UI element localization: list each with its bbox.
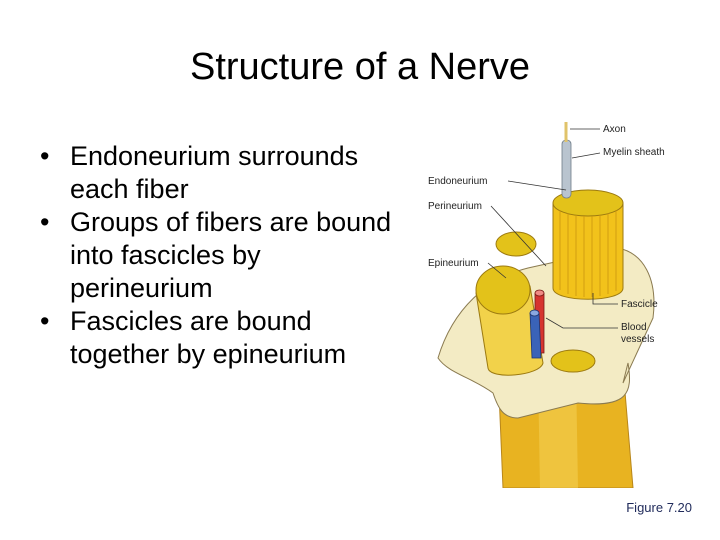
bullet-dot: •	[40, 141, 50, 171]
bullet-item: • Endoneurium surrounds each fiber	[40, 140, 400, 206]
label-perineurium: Perineurium	[428, 201, 482, 212]
label-myelin-sheath: Myelin sheath	[603, 147, 665, 158]
slide-title: Structure of a Nerve	[189, 46, 531, 88]
bullet-text: Fascicles are bound together by epineuri…	[70, 306, 347, 369]
bullet-text: Endoneurium surrounds each fiber	[70, 141, 359, 204]
label-blood-vessels: vessels	[621, 334, 654, 345]
bullet-list: • Endoneurium surrounds each fiber • Gro…	[40, 140, 400, 371]
artery-end	[534, 289, 545, 297]
nerve-illustration: Axon Myelin sheath Endoneurium Perineuri…	[418, 118, 708, 488]
top-fascicle-body	[552, 202, 624, 300]
label-endoneurium: Endoneurium	[428, 176, 487, 187]
bullet-dot: •	[40, 306, 50, 336]
bullet-text: Groups of fibers are bound into fascicle…	[70, 207, 392, 303]
figure-caption: Figure 7.20	[626, 500, 692, 515]
vein	[529, 312, 542, 359]
small-fascicle	[550, 349, 596, 373]
bullet-item: • Groups of fibers are bound into fascic…	[40, 206, 400, 305]
label-blood-vessels: Blood	[621, 322, 647, 333]
fiber-lines	[559, 210, 617, 297]
label-epineurium: Epineurium	[428, 258, 479, 269]
nerve-diagram: Axon Myelin sheath Endoneurium Perineuri…	[428, 122, 665, 488]
bullet-item: • Fascicles are bound together by epineu…	[40, 305, 400, 371]
vein-end	[529, 309, 540, 317]
small-fascicle	[495, 231, 537, 257]
label-axon: Axon	[603, 124, 626, 135]
bullet-dot: •	[40, 207, 50, 237]
leader-lines	[487, 128, 618, 329]
left-fascicle-face	[475, 265, 531, 315]
label-fascicle: Fascicle	[621, 299, 658, 310]
